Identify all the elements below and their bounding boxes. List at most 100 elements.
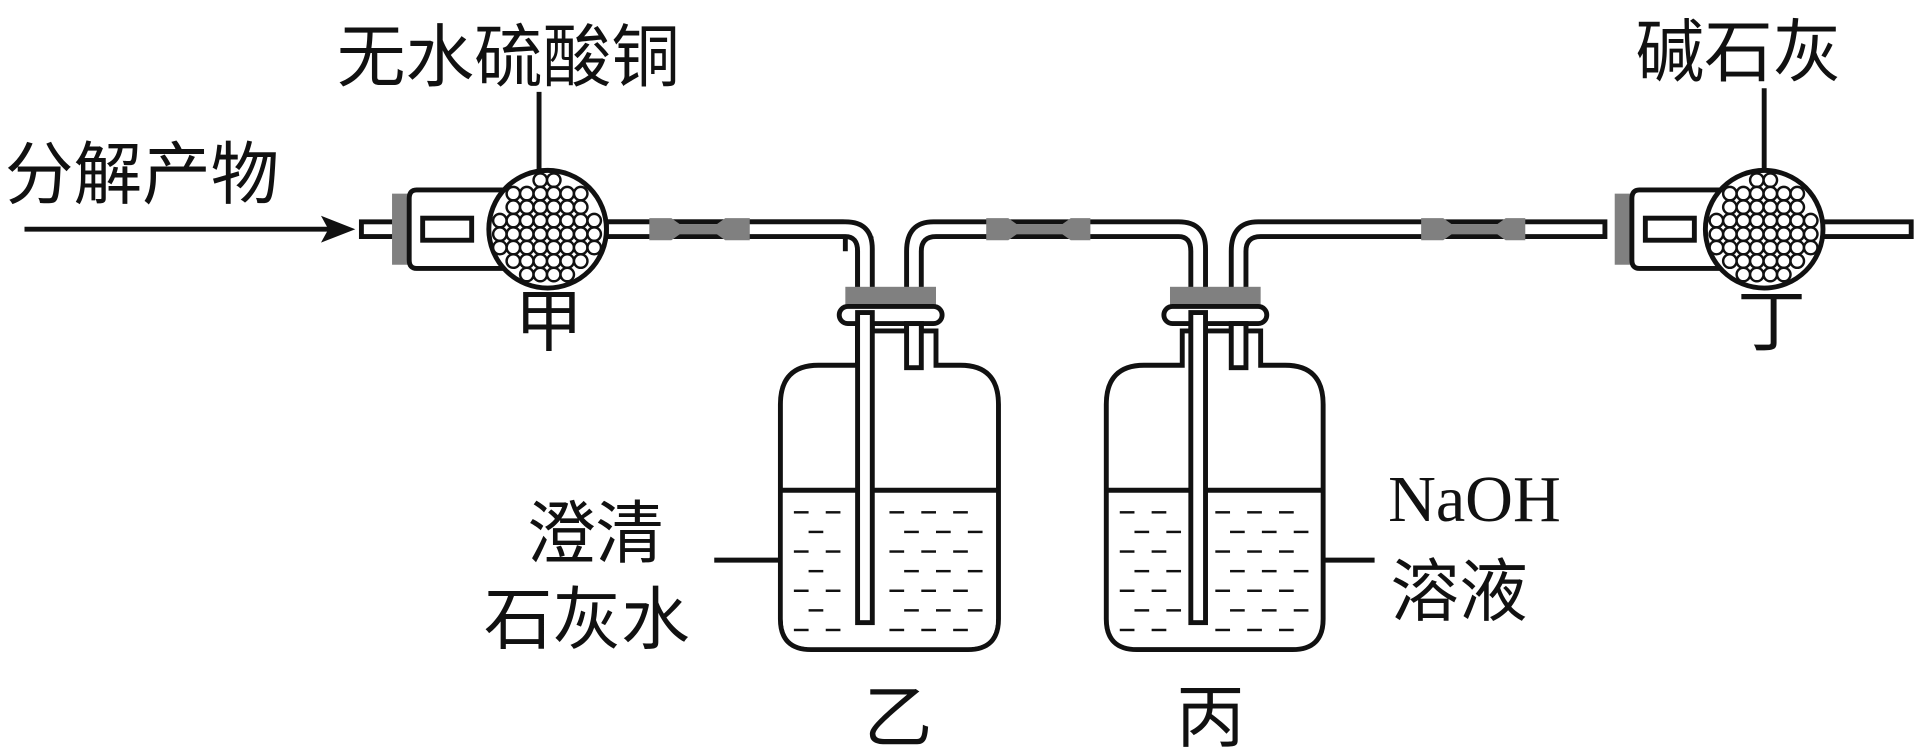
granule <box>491 226 508 243</box>
granule <box>1762 266 1779 283</box>
granule <box>1775 266 1792 283</box>
granule <box>545 172 562 189</box>
granule <box>1708 226 1725 243</box>
granule <box>559 239 576 256</box>
granule <box>505 239 522 256</box>
granule <box>1748 199 1765 216</box>
granule <box>1748 226 1765 243</box>
granule <box>1802 226 1819 243</box>
granule <box>532 172 549 189</box>
granule <box>1775 253 1792 270</box>
granule <box>518 199 535 216</box>
granule <box>1789 185 1806 202</box>
granule <box>1775 185 1792 202</box>
granule <box>572 185 589 202</box>
granule <box>1708 212 1725 229</box>
granule <box>1735 253 1752 270</box>
granule <box>1735 239 1752 256</box>
granule <box>545 199 562 216</box>
granule <box>1721 239 1738 256</box>
liquid-dashes <box>793 511 1309 632</box>
granule <box>1721 212 1738 229</box>
granule <box>1735 266 1752 283</box>
granule <box>1762 239 1779 256</box>
granule <box>532 239 549 256</box>
granule <box>586 239 603 256</box>
granule <box>545 253 562 270</box>
granule <box>1748 185 1765 202</box>
granule <box>1775 212 1792 229</box>
granule <box>572 212 589 229</box>
granule <box>518 266 535 283</box>
granule <box>545 185 562 202</box>
granule <box>491 239 508 256</box>
granule <box>559 226 576 243</box>
granule <box>1748 239 1765 256</box>
yi-reagent-label-1: 澄清 <box>527 495 664 575</box>
granule <box>572 199 589 216</box>
granule <box>1721 185 1738 202</box>
bing-reagent-label-2: 溶液 <box>1391 552 1528 632</box>
granule <box>505 212 522 229</box>
granule <box>1775 239 1792 256</box>
ding-label: 丁 <box>1737 283 1806 363</box>
granule <box>559 199 576 216</box>
granule <box>559 212 576 229</box>
granule <box>518 212 535 229</box>
granule <box>1762 226 1779 243</box>
granule <box>1789 239 1806 256</box>
rubber-connectors <box>649 218 1526 241</box>
input-label: 分解产物 <box>5 136 279 216</box>
granule <box>1748 266 1765 283</box>
yi-label: 乙 <box>864 679 933 755</box>
bottle-yi <box>777 286 1001 653</box>
granule <box>491 212 508 229</box>
yi-reagent-label-2: 石灰水 <box>484 580 690 660</box>
granule <box>1762 199 1779 216</box>
granule <box>532 185 549 202</box>
granule <box>518 239 535 256</box>
granule <box>532 266 549 283</box>
granule <box>572 226 589 243</box>
granule <box>545 226 562 243</box>
jia-reagent-label: 无水硫酸铜 <box>337 18 680 98</box>
input-arrow <box>24 215 356 243</box>
granule <box>1735 212 1752 229</box>
bing-label: 丙 <box>1176 679 1245 755</box>
granule <box>532 199 549 216</box>
granule <box>1789 199 1806 216</box>
granule <box>1748 172 1765 189</box>
granule <box>545 266 562 283</box>
granule <box>572 253 589 270</box>
granule <box>1721 199 1738 216</box>
granule <box>1735 226 1752 243</box>
granule <box>532 226 549 243</box>
granule <box>518 226 535 243</box>
granule <box>586 226 603 243</box>
granule <box>586 212 603 229</box>
jia-label: 甲 <box>515 283 584 363</box>
granule <box>1775 226 1792 243</box>
granule <box>572 239 589 256</box>
granule <box>1789 253 1806 270</box>
granule <box>559 253 576 270</box>
granule <box>532 253 549 270</box>
granule <box>1721 226 1738 243</box>
granule <box>1762 212 1779 229</box>
granule <box>1775 199 1792 216</box>
granule <box>559 185 576 202</box>
granule <box>518 253 535 270</box>
granule <box>505 226 522 243</box>
granule <box>505 199 522 216</box>
granule <box>1708 239 1725 256</box>
granule <box>1802 212 1819 229</box>
granule <box>559 266 576 283</box>
granule <box>1802 239 1819 256</box>
granule <box>1762 253 1779 270</box>
granule <box>1748 253 1765 270</box>
granule <box>545 239 562 256</box>
granule <box>1789 212 1806 229</box>
granule <box>1721 253 1738 270</box>
granule <box>1735 185 1752 202</box>
